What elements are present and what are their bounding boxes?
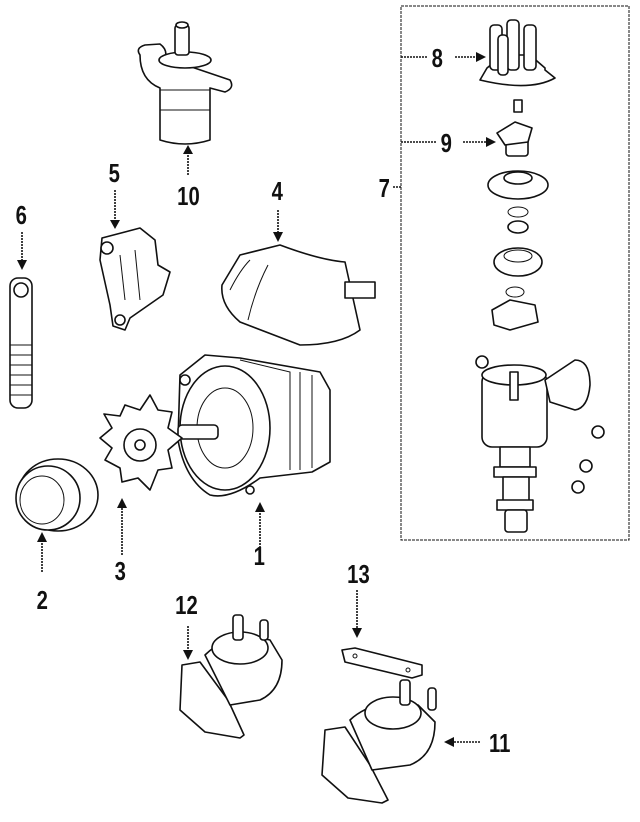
callout-1: 1	[253, 541, 265, 571]
horn-right[interactable]	[321, 679, 480, 804]
callout-12: 12	[175, 590, 198, 620]
callout-5: 5	[108, 158, 120, 188]
callout-7: 7	[378, 173, 390, 203]
ignition-coil[interactable]	[137, 21, 233, 175]
callout-11: 11	[489, 728, 511, 758]
callout-10: 10	[177, 181, 200, 211]
callout-13: 13	[347, 559, 370, 589]
callout-8: 8	[431, 43, 443, 73]
distributor-internals	[475, 170, 605, 533]
distributor-group-box	[393, 5, 630, 541]
callout-9: 9	[440, 128, 452, 158]
adjuster-rod[interactable]	[9, 232, 33, 409]
rotor[interactable]	[401, 121, 533, 157]
cover[interactable]	[221, 210, 376, 346]
rotor-screw	[513, 99, 523, 113]
callout-2: 2	[36, 585, 48, 615]
callout-6: 6	[15, 200, 27, 230]
callout-4: 4	[271, 176, 283, 206]
alternator[interactable]	[177, 354, 331, 548]
mounting-bracket[interactable]	[99, 190, 171, 331]
callout-3: 3	[114, 556, 126, 586]
horn-bracket[interactable]	[341, 590, 423, 679]
horn-left[interactable]	[179, 614, 283, 739]
distributor-cap[interactable]	[401, 19, 556, 87]
fan[interactable]	[99, 394, 183, 555]
pulley[interactable]	[15, 458, 99, 572]
